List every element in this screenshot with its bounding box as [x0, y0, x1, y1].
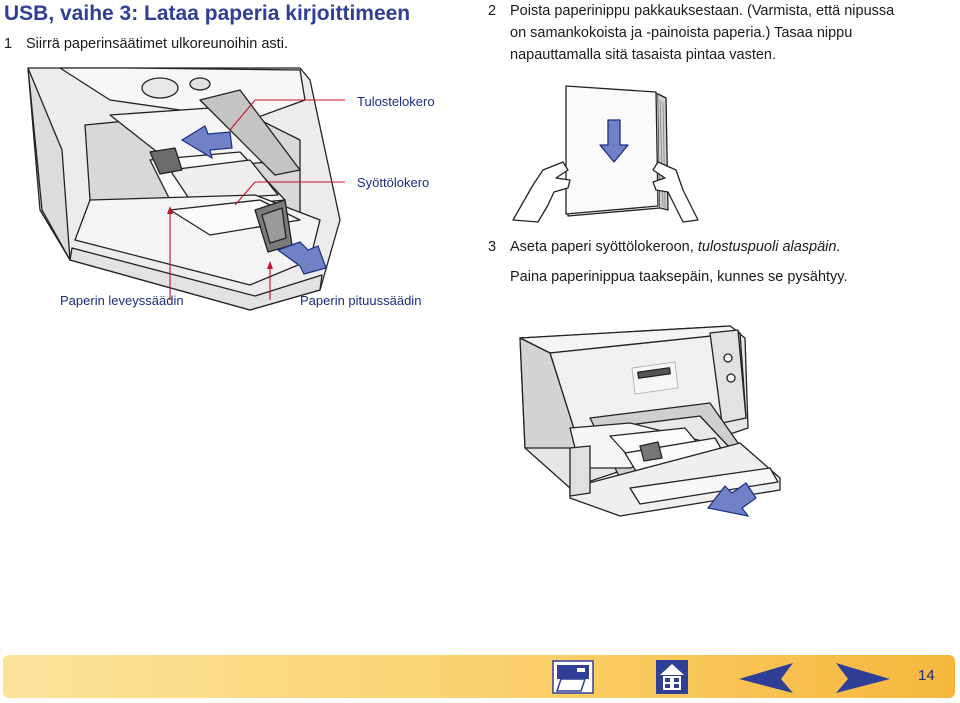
- paper-stack-illustration: [512, 85, 699, 223]
- step-text-line-3: napauttamalla sitä tasaista pintaa vaste…: [510, 47, 776, 63]
- step-text-line-1: Poista paperinippu pakkauksestaan. (Varm…: [510, 3, 895, 19]
- home-icon[interactable]: [655, 659, 689, 695]
- page-title: USB, vaihe 3: Lataa paperia kirjoittimee…: [4, 2, 411, 25]
- arrow-right-icon: [276, 241, 327, 275]
- step-text-normal: Aseta paperi syöttölokeroon,: [510, 239, 698, 255]
- arrow-down-icon: [599, 119, 629, 163]
- step-3: 3 Aseta paperi syöttölokeroon, tulostuspu…: [488, 236, 958, 288]
- callout-width-guide: Paperin leveyssäädin: [60, 293, 184, 308]
- step-2: 2 Poista paperinippu pakkauksestaan. (Var…: [488, 0, 958, 66]
- footer-nav-bar: [3, 655, 955, 698]
- arrow-left-icon: [180, 125, 233, 160]
- callout-input-tray: Syöttölokero: [357, 175, 430, 190]
- arrow-up-right-icon: [706, 482, 757, 517]
- callout-output-tray: Tulostelokero: [357, 94, 435, 109]
- step-text: Siirrä paperinsäätimet ulkoreunoihin ast…: [26, 36, 288, 52]
- step-number: 3: [488, 239, 497, 255]
- page-number: 14: [918, 667, 935, 684]
- previous-page-icon[interactable]: [735, 659, 795, 695]
- step-number: 2: [488, 3, 497, 19]
- next-page-icon[interactable]: [834, 659, 894, 695]
- step-1: 1 Siirrä paperinsäätimet ulkoreunoihin as…: [4, 33, 288, 55]
- print-icon[interactable]: [551, 659, 595, 695]
- step-text-line-2: Paina paperinippua taaksepäin, kunnes se…: [510, 269, 848, 285]
- printer-loaded-illustration: [519, 325, 781, 517]
- printer-trays-illustration: [27, 67, 345, 311]
- callout-length-guide: Paperin pituussäädin: [300, 293, 422, 308]
- step-text-italic: tulostuspuoli alaspäin.: [697, 239, 841, 255]
- step-text-line-2: on samankokoista ja -painoista paperia.)…: [510, 25, 853, 41]
- step-number: 1: [4, 36, 13, 52]
